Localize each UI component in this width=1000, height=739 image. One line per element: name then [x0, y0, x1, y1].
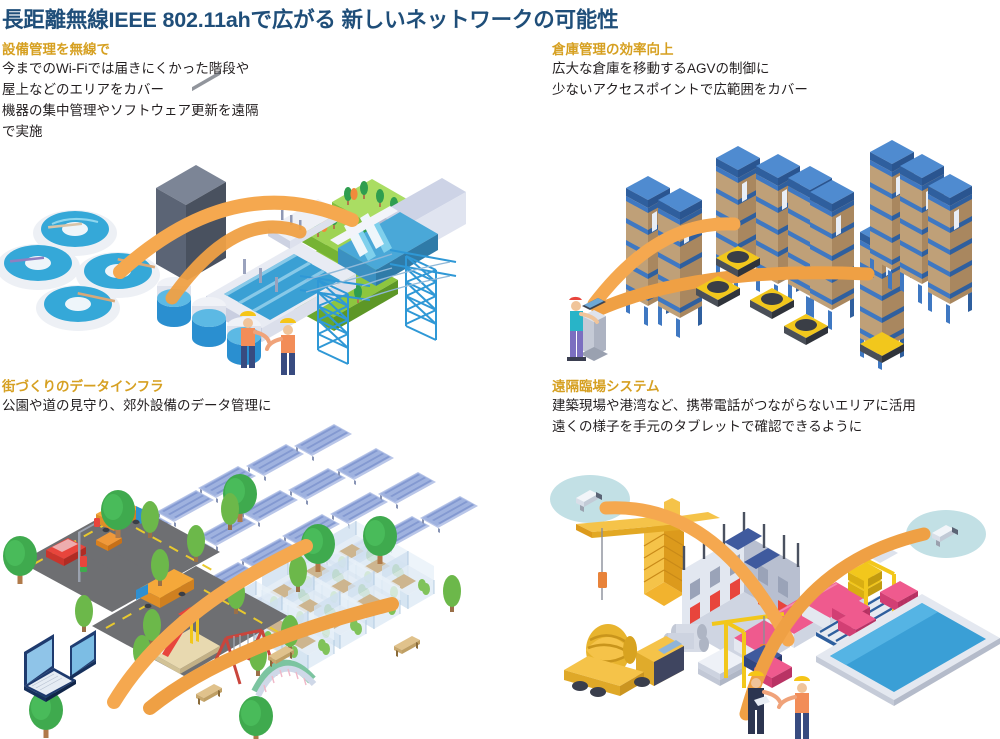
transmission-towers [299, 249, 457, 365]
panel-facility-line-2: 機器の集中管理やソフトウェア更新を遠隔 [2, 103, 259, 118]
illustration-warehouse [548, 128, 998, 370]
arch-bridge [251, 659, 317, 698]
panel-city-line-0: 公園や道の見守り、郊外設備のデータ管理に [2, 398, 272, 413]
panel-facility-line-3: で実施 [2, 124, 43, 139]
camera-bubble-left [550, 475, 630, 523]
signal-arc-city [107, 539, 399, 715]
panel-facility: 設備管理を無線で 今までのWi-Fiでは届きにくかった階段や 屋上などのエリアを… [2, 41, 259, 142]
operator [567, 296, 599, 361]
agv-robots [696, 246, 904, 363]
illustration-remote [548, 462, 1000, 739]
circular-sedimentation-tanks [0, 210, 160, 331]
panel-facility-line-1: 屋上などのエリアをカバー [2, 82, 164, 97]
panel-facility-heading: 設備管理を無線で [2, 42, 110, 57]
camera-bubble-right [906, 510, 986, 558]
panel-remote-line-1: 遠くの様子を手元のタブレットで確認できるように [552, 419, 863, 434]
panel-warehouse-heading: 倉庫管理の効率向上 [552, 42, 674, 57]
panel-warehouse-line-1: 少ないアクセスポイントで広範囲をカバー [552, 82, 808, 97]
signal-arc-remote [599, 501, 931, 721]
panel-city: 街づくりのデータインフラ 公園や道の見守り、郊外設備のデータ管理に [2, 378, 271, 416]
two-workers [240, 311, 296, 375]
panel-warehouse: 倉庫管理の効率向上 広大な倉庫を移動するAGVの制御に 少ないアクセスポイントで… [552, 41, 808, 100]
panel-remote-heading: 遠隔臨場システム [552, 379, 660, 394]
panel-remote: 遠隔臨場システム 建築現場や港湾など、携帯電話がつながらないエリアに活用 遠くの… [552, 378, 916, 437]
illustration-facility [0, 70, 470, 375]
illustration-city [0, 424, 520, 739]
signal-arc-facility [113, 195, 359, 305]
panel-warehouse-line-0: 広大な倉庫を移動するAGVの制御に [552, 61, 770, 76]
two-workers [748, 671, 810, 739]
traffic-signal [78, 518, 100, 582]
page-title: 長距離無線IEEE 802.11ahで広がる 新しいネットワークの可能性 [2, 8, 619, 32]
panel-city-heading: 街づくりのデータインフラ [2, 379, 164, 394]
operator-terminal [580, 298, 608, 361]
tablet-device [816, 594, 1000, 706]
concrete-mixer-truck [564, 624, 684, 697]
laptop [24, 634, 76, 702]
tablet [70, 630, 96, 680]
panel-facility-line-0: 今までのWi-Fiでは届きにくかった階段や [2, 61, 250, 76]
panel-remote-line-0: 建築現場や港湾など、携帯電話がつながらないエリアに活用 [552, 398, 916, 413]
